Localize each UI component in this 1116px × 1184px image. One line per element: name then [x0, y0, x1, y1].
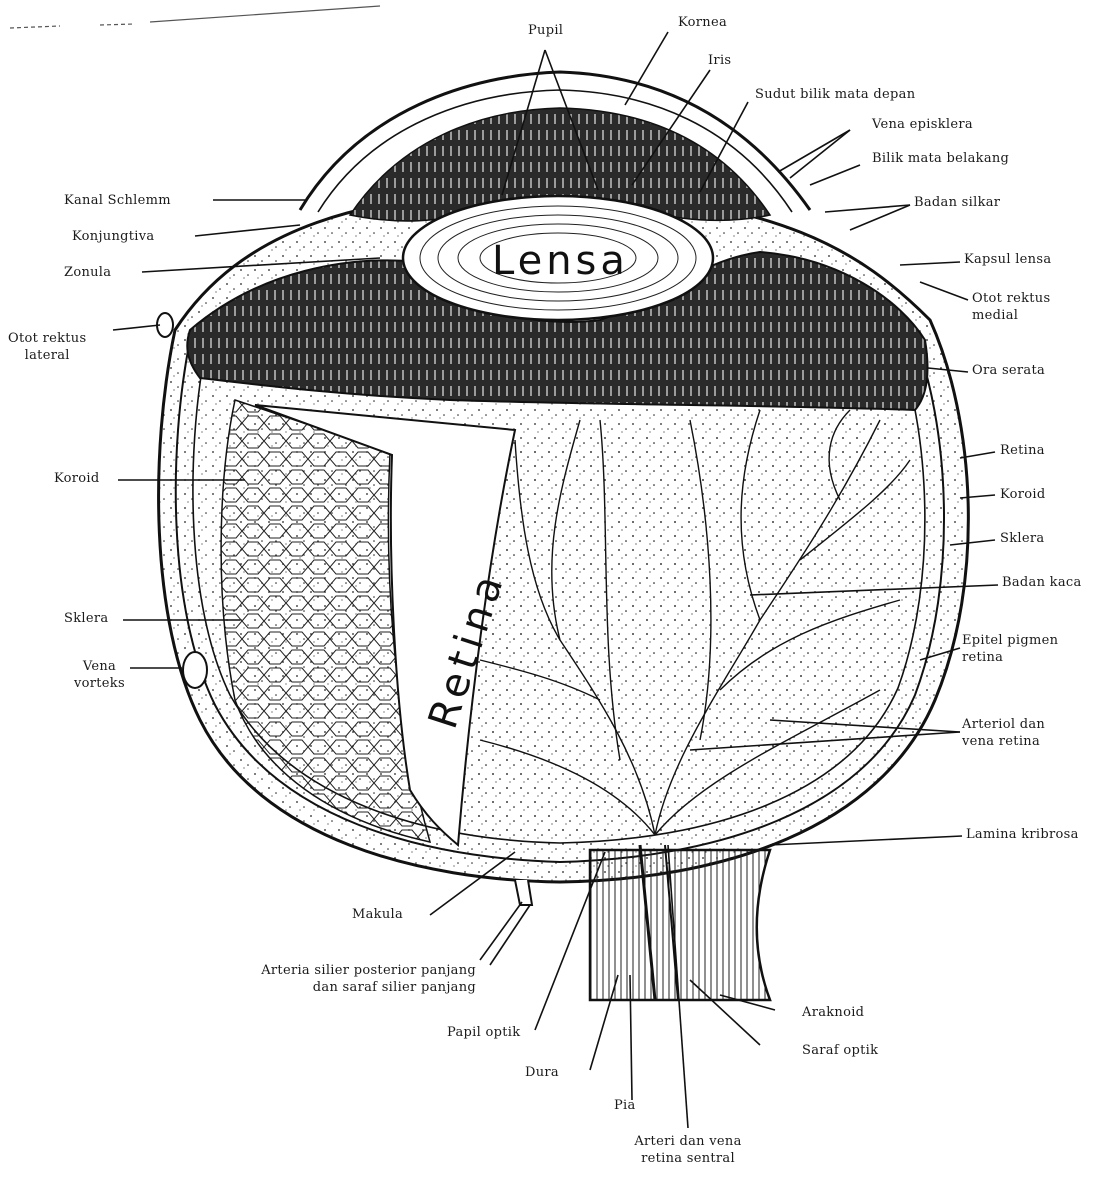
label-konjungtiva: Konjungtiva	[72, 228, 154, 245]
label-sudut-bilik: Sudut bilik mata depan	[755, 86, 915, 103]
label-zonula: Zonula	[64, 264, 111, 281]
label-iris: Iris	[708, 52, 731, 69]
label-dura: Dura	[525, 1064, 559, 1081]
label-pia: Pia	[614, 1097, 636, 1114]
label-pupil: Pupil	[528, 22, 563, 39]
label-koroid-right: Koroid	[1000, 486, 1046, 503]
label-arteriol-vena: Arteriol dan vena retina	[962, 716, 1045, 750]
label-otot-rektus-lateral: Otot rektus lateral	[8, 330, 86, 364]
label-koroid-left: Koroid	[54, 470, 100, 487]
label-lamina-kribrosa: Lamina kribrosa	[966, 826, 1079, 843]
label-vena-vorteks: Vena vorteks	[74, 658, 125, 692]
label-kanal-schlemm: Kanal Schlemm	[64, 192, 171, 209]
label-sklera-left: Sklera	[64, 610, 108, 627]
posterior-ciliary-stub	[515, 880, 532, 905]
label-vena-episklera: Vena episklera	[872, 116, 973, 133]
label-arteri-vena-sentral: Arteri dan vena retina sentral	[618, 1133, 758, 1167]
eyeball	[157, 72, 968, 1000]
label-arteria-silier: Arteria silier posterior panjang dan sar…	[188, 962, 476, 996]
label-bilik-belakang: Bilik mata belakang	[872, 150, 1009, 167]
label-araknoid: Araknoid	[802, 1004, 864, 1021]
label-otot-rektus-medial: Otot rektus medial	[972, 290, 1050, 324]
label-kornea: Kornea	[678, 14, 727, 31]
label-makula: Makula	[352, 906, 403, 923]
label-badan-silkar: Badan silkar	[914, 194, 1000, 211]
label-epitel-pigmen: Epitel pigmen retina	[962, 632, 1058, 666]
scan-artifact	[10, 6, 380, 28]
vortex-vein-blob	[183, 652, 207, 688]
label-papil-optik: Papil optik	[447, 1024, 520, 1041]
label-retina-right: Retina	[1000, 442, 1045, 459]
label-ora-serata: Ora serata	[972, 362, 1045, 379]
label-badan-kaca: Badan kaca	[1002, 574, 1082, 591]
lens-label: Lensa	[492, 238, 629, 284]
label-saraf-optik: Saraf optik	[802, 1042, 878, 1059]
label-kapsul-lensa: Kapsul lensa	[964, 251, 1051, 268]
label-sklera-right: Sklera	[1000, 530, 1044, 547]
